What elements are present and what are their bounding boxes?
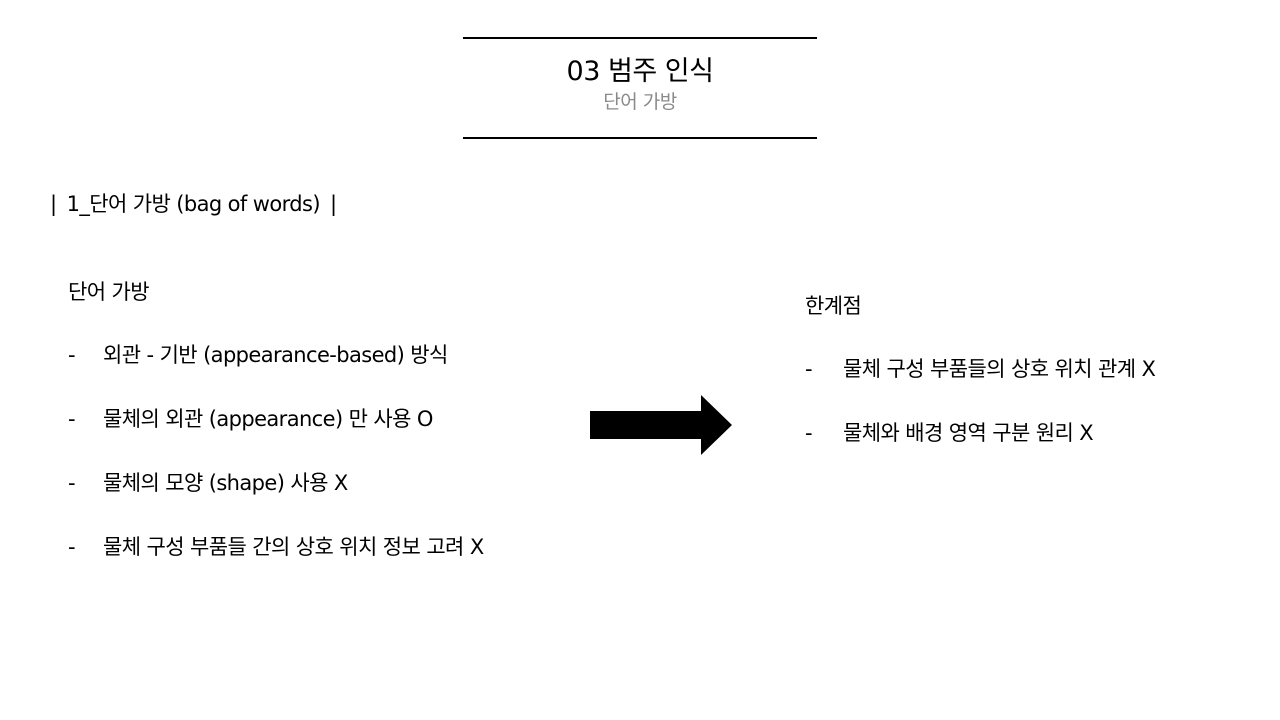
list-item-text: 물체의 모양 (shape) 사용 X [103, 471, 348, 495]
section-heading-bar-left: | [50, 192, 57, 216]
bullet-dash: - [805, 421, 813, 445]
left-bullet-list: - 외관 - 기반 (appearance-based) 방식 - 물체의 외관… [68, 340, 588, 596]
list-item-text: 물체와 배경 영역 구분 원리 X [843, 421, 1094, 445]
arrow-shape [590, 395, 732, 455]
list-item: - 물체의 외관 (appearance) 만 사용 O [68, 404, 588, 468]
page-subtitle: 단어 가방 [603, 91, 677, 113]
bullet-dash: - [68, 343, 76, 367]
right-arrow-icon [590, 395, 732, 455]
list-item-text: 물체 구성 부품들의 상호 위치 관계 X [843, 357, 1156, 381]
list-item: - 물체 구성 부품들 간의 상호 위치 정보 고려 X [68, 532, 588, 596]
section-heading: | 1_단어 가방 (bag of words) | [46, 189, 340, 219]
title-block: 03 범주 인식 단어 가방 [463, 55, 817, 115]
bullet-dash: - [68, 407, 76, 431]
right-column-heading: 한계점 [805, 294, 862, 318]
section-heading-bar-right: | [330, 192, 337, 216]
list-item-text: 물체의 외관 (appearance) 만 사용 O [103, 407, 433, 431]
title-bottom-rule [463, 137, 817, 139]
list-item: - 물체와 배경 영역 구분 원리 X [805, 418, 1265, 482]
left-column-heading: 단어 가방 [68, 280, 150, 304]
bullet-dash: - [68, 535, 76, 559]
title-top-rule [463, 37, 817, 39]
list-item: - 외관 - 기반 (appearance-based) 방식 [68, 340, 588, 404]
list-item: - 물체의 모양 (shape) 사용 X [68, 468, 588, 532]
right-bullet-list: - 물체 구성 부품들의 상호 위치 관계 X - 물체와 배경 영역 구분 원… [805, 354, 1265, 482]
section-heading-text: 1_단어 가방 (bag of words) [66, 192, 321, 216]
list-item-text: 물체 구성 부품들 간의 상호 위치 정보 고려 X [103, 535, 484, 559]
bullet-dash: - [68, 471, 76, 495]
page-title: 03 범주 인식 [566, 56, 714, 87]
list-item: - 물체 구성 부품들의 상호 위치 관계 X [805, 354, 1265, 418]
bullet-dash: - [805, 357, 813, 381]
list-item-text: 외관 - 기반 (appearance-based) 방식 [103, 343, 448, 367]
